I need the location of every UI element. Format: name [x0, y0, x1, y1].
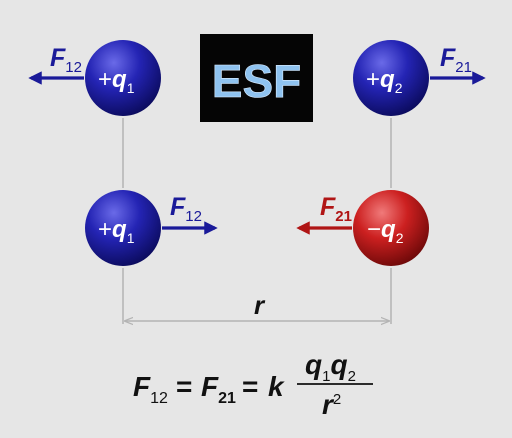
charge-sphere-negative — [353, 190, 429, 266]
formula-f21-subscript: 21 — [218, 390, 236, 407]
svg-text:F21: F21 — [320, 193, 352, 225]
top-right-force: F21 — [430, 44, 486, 85]
charge-subscript: 2 — [395, 80, 403, 96]
force-symbol: F — [440, 44, 456, 72]
force-subscript: 21 — [335, 208, 352, 225]
formula-f12-symbol: F — [133, 371, 151, 402]
top-right-charge: +q2 — [353, 40, 429, 116]
charge-subscript: 1 — [127, 230, 135, 246]
svg-text:F12: F12 — [170, 193, 202, 225]
charge-subscript: 1 — [127, 80, 135, 96]
svg-text:F21: F21 — [440, 44, 472, 76]
force-subscript: 12 — [185, 208, 202, 225]
bottom-right-force: F21 — [296, 193, 352, 235]
charge-symbol: q — [380, 66, 395, 93]
force-symbol: F — [50, 44, 66, 72]
charge-symbol: q — [381, 216, 396, 243]
formula-f21-symbol: F — [201, 371, 219, 402]
bottom-right-charge: −q2 — [353, 190, 429, 266]
svg-text:+q1: +q1 — [98, 216, 135, 246]
top-left-charge: +q1 — [85, 40, 161, 116]
force-symbol: F — [170, 193, 186, 221]
charge-sphere-positive — [85, 190, 161, 266]
force-symbol: F — [320, 193, 336, 221]
formula-q1: q — [305, 349, 322, 380]
svg-text:+q2: +q2 — [366, 66, 403, 96]
svg-text:+q1: +q1 — [98, 66, 135, 96]
logo-text: ESF — [212, 55, 301, 107]
esf-logo: ESF — [200, 34, 313, 122]
charge-subscript: 2 — [396, 230, 404, 246]
svg-text:r2: r2 — [322, 389, 341, 420]
charge-symbol: q — [112, 66, 127, 93]
distance-label: r — [254, 290, 266, 320]
charge-sign: + — [98, 66, 112, 93]
formula-f12-subscript: 12 — [150, 390, 168, 407]
formula-equals-1: = — [176, 371, 192, 402]
svg-text:q1q2: q1q2 — [305, 349, 356, 385]
formula-r: r — [322, 389, 335, 420]
svg-text:F21: F21 — [201, 371, 236, 407]
charge-symbol: q — [112, 216, 127, 243]
svg-text:F12: F12 — [50, 44, 82, 76]
formula-q2-subscript: 2 — [348, 368, 356, 385]
force-subscript: 21 — [455, 59, 472, 76]
charge-sign: − — [367, 216, 381, 243]
top-left-force: F12 — [28, 44, 84, 85]
logo-background — [200, 34, 313, 122]
bottom-left-charge: +q1 — [85, 190, 161, 266]
formula-q1-subscript: 1 — [322, 368, 330, 385]
force-subscript: 12 — [65, 59, 82, 76]
formula-equals-2: = — [242, 371, 258, 402]
formula-q2: q — [330, 349, 347, 380]
formula-k: k — [268, 371, 285, 402]
svg-text:−q2: −q2 — [367, 216, 404, 246]
charge-sign: + — [366, 66, 380, 93]
charge-sign: + — [98, 216, 112, 243]
formula-r-power: 2 — [333, 391, 341, 408]
coulomb-formula: F12 = F21 = k q1q2 r2 — [133, 349, 373, 420]
bottom-left-force: F12 — [162, 193, 218, 235]
charge-sphere-positive — [353, 40, 429, 116]
charge-sphere-positive — [85, 40, 161, 116]
svg-text:F12: F12 — [133, 371, 168, 407]
